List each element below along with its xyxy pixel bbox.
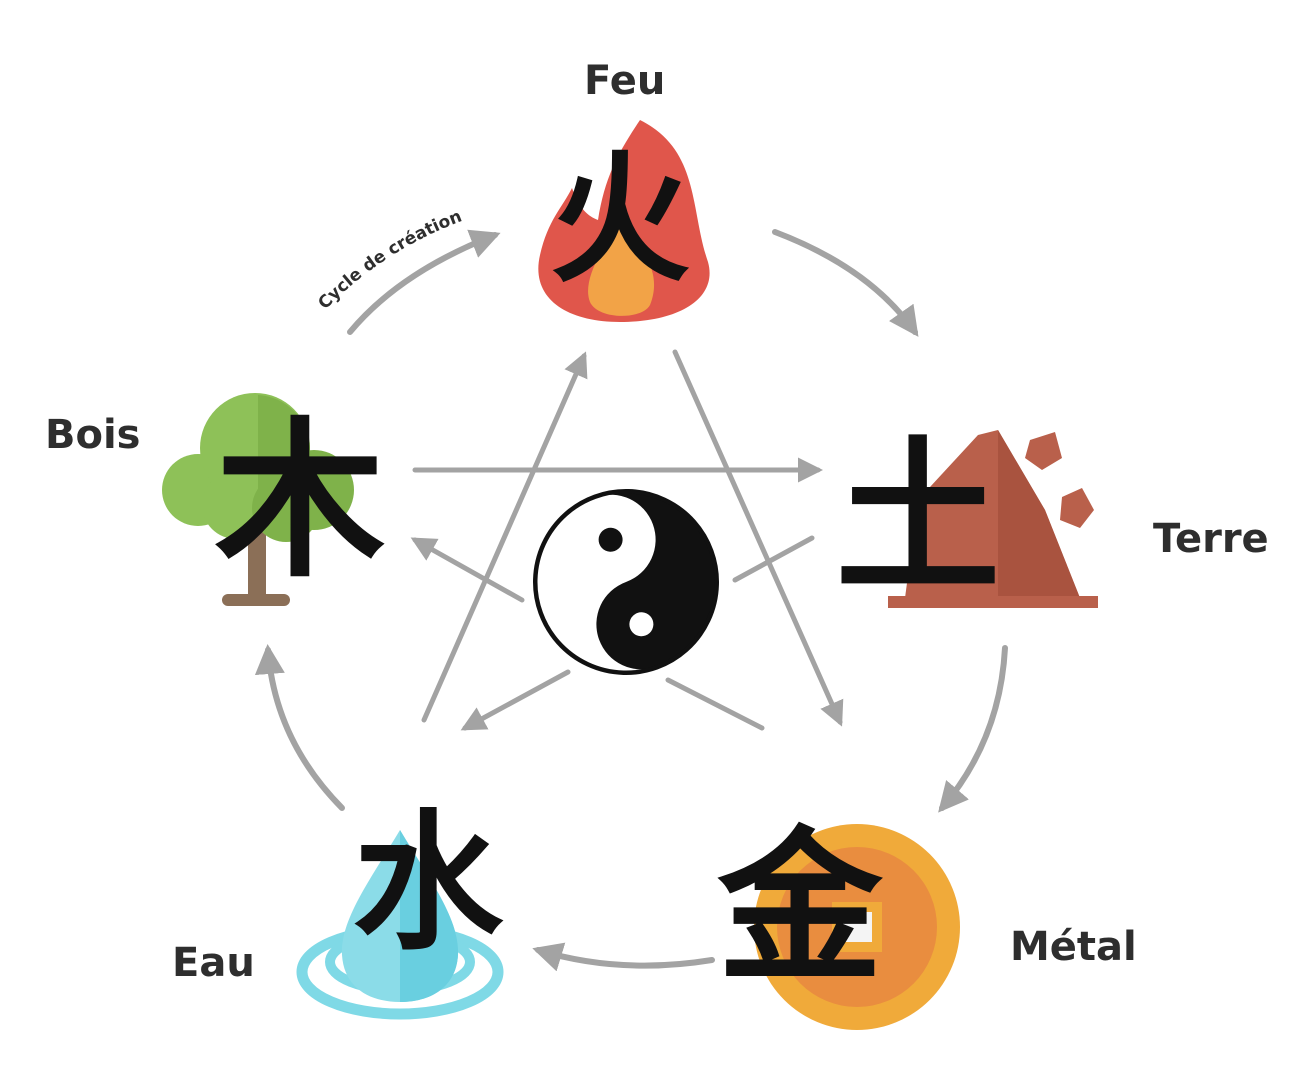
water-label: Eau <box>172 940 255 986</box>
wood-label: Bois <box>45 412 141 458</box>
water-drop-icon <box>296 830 504 1020</box>
arrow-water-to-wood <box>254 644 345 811</box>
arrow-earth-to-water <box>465 535 815 728</box>
arrow-metal-to-wood <box>415 540 765 731</box>
arrow-fire-to-metal <box>672 349 844 727</box>
fire-label: Feu <box>584 58 666 104</box>
arrow-earth-to-metal <box>938 645 1008 813</box>
arrow-water-to-fire <box>421 351 588 723</box>
control-cycle-arrows <box>415 349 844 731</box>
coin-icon <box>754 824 960 1030</box>
creation-cycle-arrows <box>254 229 1008 972</box>
metal-element: 金 <box>717 810 960 1030</box>
metal-label: Métal <box>1010 924 1137 970</box>
wood-element: 木 <box>162 393 385 606</box>
water-glyph: 水 <box>353 795 504 971</box>
wood-glyph: 木 <box>215 401 385 601</box>
flame-icon <box>538 120 710 322</box>
arrow-wood-to-fire <box>347 229 501 335</box>
metal-glyph: 金 <box>717 810 884 1004</box>
arrow-fire-to-earth <box>772 229 919 337</box>
earth-element: 土 <box>836 420 1098 614</box>
fire-glyph: 火 <box>550 138 690 302</box>
rock-icon <box>888 430 1098 608</box>
water-element: 水 <box>296 795 504 1020</box>
tree-icon <box>162 393 354 606</box>
earth-glyph: 土 <box>836 420 1001 614</box>
earth-label: Terre <box>1153 516 1269 562</box>
arrow-metal-to-water <box>532 942 715 972</box>
fire-element: 火 <box>538 120 710 322</box>
yin-yang-icon <box>533 489 719 675</box>
